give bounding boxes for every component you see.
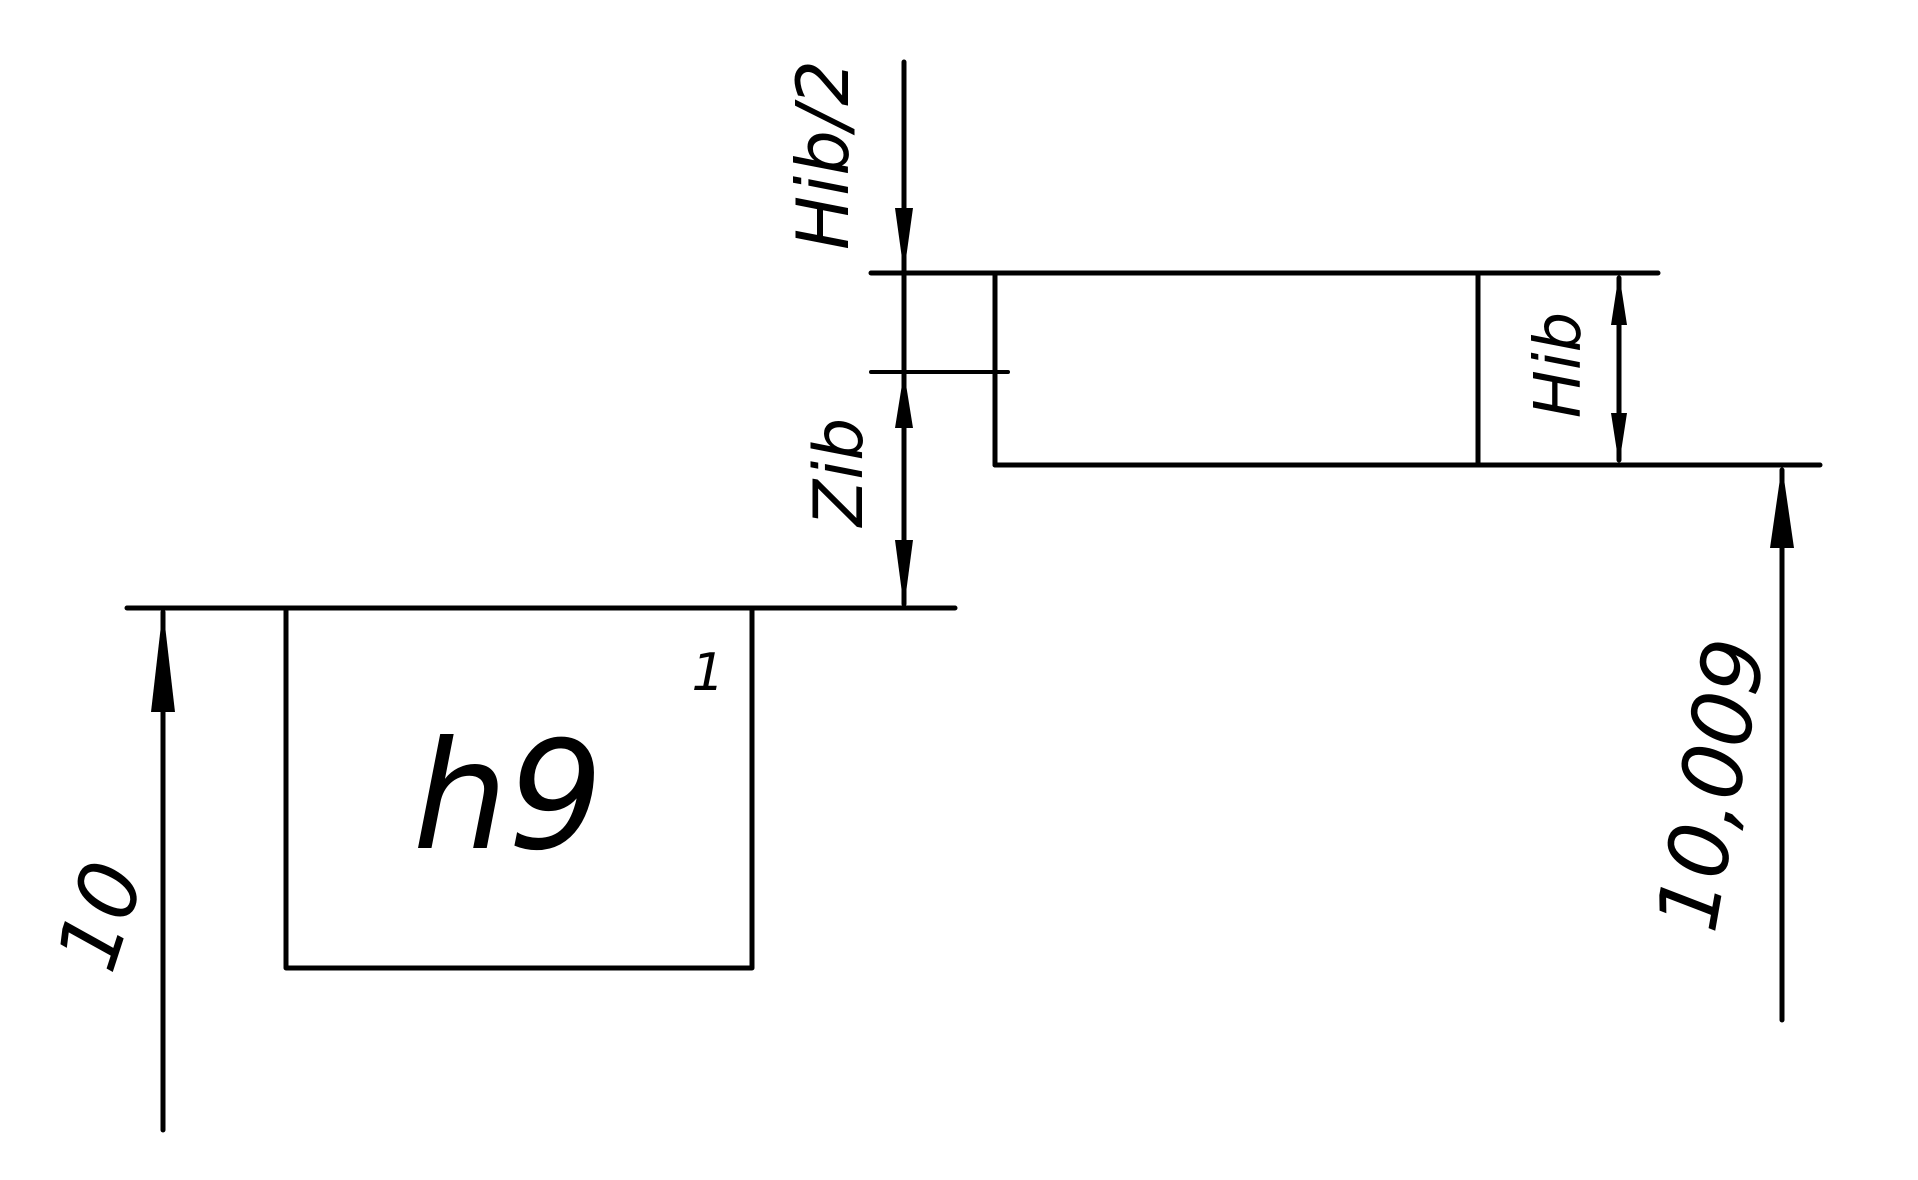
- grade-label: Hib: [1522, 312, 1596, 419]
- allowance-up-arrowhead: [895, 372, 913, 428]
- right-dimension-label: 10,009: [1638, 632, 1786, 938]
- tolerance-field-label: h9: [413, 710, 604, 884]
- grade-up-arrowhead: [1611, 273, 1627, 325]
- left-dimension-label: 10: [37, 850, 163, 982]
- grade-down-arrowhead: [1611, 413, 1627, 465]
- half-grade-label: Hib/2: [781, 60, 865, 250]
- h9-tolerance-box: [283, 605, 755, 971]
- item-number-label: 1: [691, 643, 724, 703]
- half-grade-arrowhead: [895, 208, 913, 273]
- right-dimension-arrowhead: [1770, 465, 1794, 548]
- left-dimension-arrowhead: [151, 608, 175, 712]
- allowance-label: Zib: [800, 418, 879, 529]
- allowance-down-arrowhead: [895, 540, 913, 608]
